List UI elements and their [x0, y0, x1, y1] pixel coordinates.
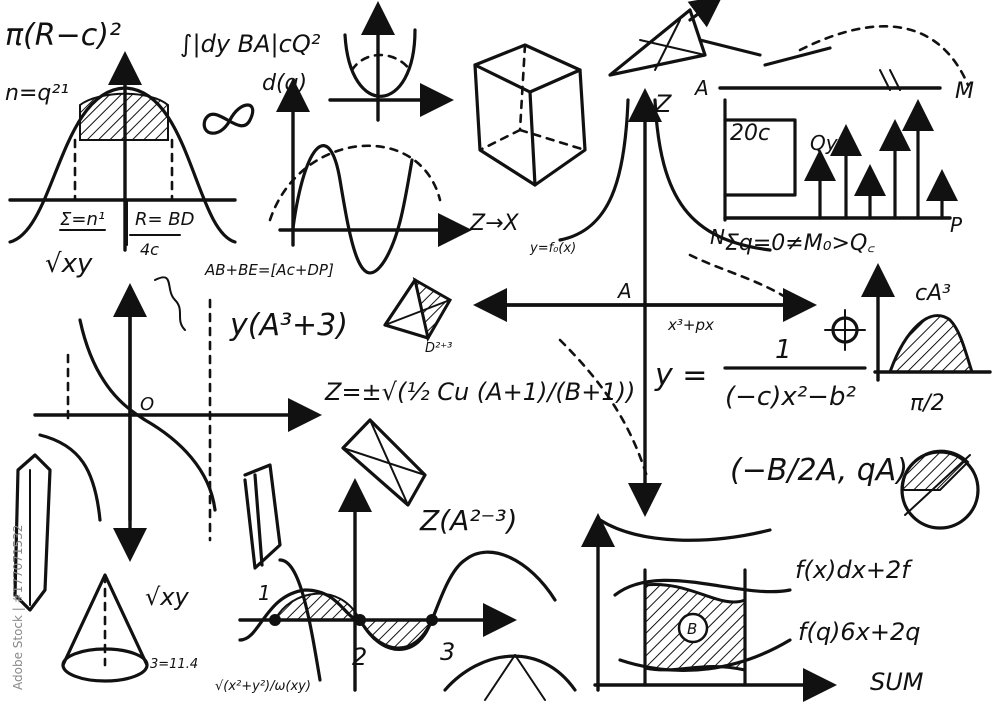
infinity-symbol: [202, 103, 255, 135]
sum-n-label: Σ=n¹: [60, 209, 105, 230]
a-label: A: [693, 76, 709, 100]
z-axis-label: Z: [654, 90, 672, 118]
small-hatched-curve: [861, 263, 992, 382]
m-label: M: [955, 79, 974, 104]
r-bd-label: R= BD: [135, 209, 195, 230]
ca3-label: cA³: [915, 281, 951, 306]
fx-label: f(x)dx+2f: [795, 556, 913, 584]
bell-curve-graph: [8, 51, 237, 252]
y-eq-label: y =: [654, 358, 707, 393]
frac-xy-label: √(x²+y²)/ω(xy): [215, 679, 311, 694]
rotated-rectangle: [341, 418, 427, 507]
pi-expression: π(R−c)²: [5, 18, 121, 53]
n-label: N: [710, 225, 725, 249]
b-2a-label: (−B/2A, qA): [730, 453, 908, 488]
integral-expression: ∫|dy BA|cQ²: [180, 30, 321, 58]
root-xy-2-label: √xy: [145, 583, 189, 611]
n-expression: n=q²¹: [5, 81, 69, 106]
one-label: 1: [775, 335, 792, 365]
x3px-label: x³+px: [667, 316, 714, 334]
origin-o-label: O: [140, 394, 154, 415]
triangle-shape: [608, 0, 762, 77]
circle-sector: [900, 449, 980, 530]
p-label: P: [950, 213, 963, 237]
num-3-label: 3: [440, 638, 455, 666]
dq-label: d(q): [262, 71, 307, 96]
root-xy-label: √xy: [45, 249, 93, 279]
sine-wave-graph: [268, 78, 472, 275]
fq-label: f(q)6x+2q: [798, 618, 921, 646]
qy-label: Qy: [810, 131, 839, 155]
c20-label: 20c: [730, 121, 770, 146]
frac-4c-label: 4c: [140, 240, 159, 259]
z-a2-label: Z(A²⁻³): [419, 504, 517, 537]
stock-id-label: Adobe Stock | #177071532: [11, 525, 25, 690]
denominator-label: (−c)x²−b²: [725, 382, 856, 412]
num-2-label: 2: [352, 643, 367, 671]
step-bar-chart: [718, 25, 970, 222]
prism-shape: [243, 463, 282, 570]
left-hyperbola-graph: [33, 276, 322, 562]
parabola-graph: [328, 1, 454, 122]
y-fx-label: y=f₀(x): [529, 241, 576, 256]
d243-label: D²⁺³: [425, 341, 452, 356]
text-layer: π(R−c)² n=q²¹ ∫|dy BA|cQ² d(q) Σ=n¹ R= B…: [5, 18, 974, 696]
pyramid-shape: [383, 277, 453, 343]
sum-label: SUM: [870, 668, 924, 696]
num-1-label: 1: [258, 581, 271, 605]
bottom-arc: [443, 654, 577, 701]
area-chart: [581, 513, 837, 702]
cone-value-label: 3=11.4: [150, 657, 198, 672]
crosshair-icon: [824, 309, 866, 351]
sum-q-label: Σq=0≠M₀>Q꜀: [725, 231, 875, 256]
cube-shape: [473, 43, 587, 187]
cone-shape: [61, 573, 149, 683]
area-b-label: B: [687, 620, 697, 638]
z-root-label: Z=±√(½ Cu (A+1)/(B+1)): [324, 378, 635, 406]
center-axes: [473, 88, 817, 542]
y-a3-label: y(A³+3): [229, 308, 348, 343]
bottom-wave-graph: [238, 478, 557, 692]
z-arrow-label: Z→X: [469, 211, 520, 236]
center-a-label: A: [616, 279, 632, 303]
crystal-shape: [13, 453, 52, 612]
ab-be-label: AB+BE=[Ac+DP]: [204, 261, 334, 279]
pi-2-label: π/2: [910, 391, 945, 416]
